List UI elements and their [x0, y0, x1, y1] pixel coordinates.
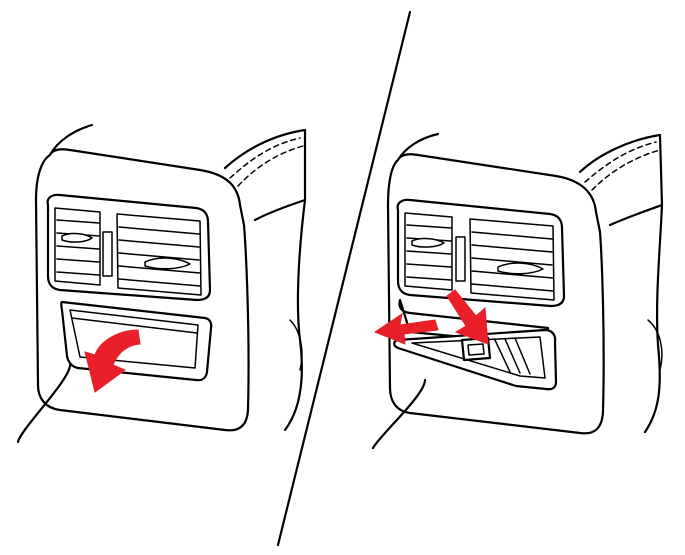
vent-knob	[497, 262, 544, 275]
vent-divider	[102, 231, 113, 277]
seat-stitch-2	[591, 149, 661, 191]
tray-open-inner	[411, 336, 546, 379]
release-tab-inner	[467, 343, 485, 356]
tray-ribs	[494, 337, 531, 375]
seat-lower	[643, 203, 664, 434]
right-vent-grille	[469, 218, 555, 301]
left-arrow-icon	[373, 312, 439, 345]
floor-line	[371, 378, 427, 450]
seat-stitch	[584, 141, 657, 183]
left-vent-grille	[54, 207, 101, 286]
tray-inner	[69, 309, 199, 369]
floor-line	[16, 363, 72, 444]
panel-divider	[276, 10, 412, 547]
seat-stitch-2	[237, 145, 304, 187]
vent-divider	[455, 236, 466, 282]
curved-down-arrow-icon	[84, 329, 141, 393]
left-panel	[16, 123, 307, 444]
left-vent-grille	[404, 212, 453, 291]
seat-side	[578, 133, 664, 227]
seat-fold	[647, 319, 663, 371]
down-right-arrow-icon	[446, 289, 489, 345]
seat-lower	[283, 198, 307, 432]
seat-fold	[289, 319, 303, 371]
vent-knob	[411, 237, 445, 248]
vent-knob	[144, 257, 191, 270]
seat-side	[223, 128, 307, 222]
seat-stitch	[229, 137, 301, 179]
right-vent-grille	[116, 213, 202, 296]
tray-lip	[71, 317, 198, 334]
right-panel	[371, 132, 664, 450]
vent-knob	[61, 232, 93, 243]
